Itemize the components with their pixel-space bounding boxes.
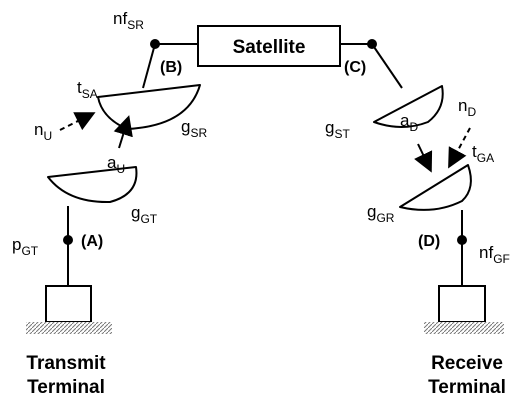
- label-nf-sr: nfSR: [113, 9, 144, 32]
- point-label-c: (C): [344, 59, 366, 76]
- receive-terminal-line1: Receive: [431, 353, 503, 374]
- label-nf-gr: nfGF: [479, 243, 510, 266]
- uplink-signal-arrow: [113, 115, 133, 149]
- sat-tx-feed-line: [371, 43, 403, 89]
- satellite-box: [197, 25, 341, 67]
- point-label-a: (A): [81, 233, 103, 250]
- transmit-terminal-box: [45, 285, 92, 323]
- receive-dish: [399, 164, 472, 211]
- downlink-noise-arrow: [448, 127, 471, 169]
- satellite-label: Satellite: [233, 37, 306, 58]
- sat-rx-feed-line: [142, 43, 156, 89]
- label-g-st: gST: [325, 118, 350, 141]
- transmit-ground: [26, 322, 112, 334]
- downlink-signal-arrow: [414, 143, 433, 173]
- label-t-ga: tGA: [472, 142, 494, 165]
- junction-dot-a: [63, 235, 73, 245]
- transmit-terminal-line1: Transmit: [26, 353, 106, 374]
- receive-ground: [424, 322, 504, 334]
- label-t-sa: tSA: [77, 78, 98, 101]
- label-a-d: aD: [400, 111, 418, 134]
- label-n-u: nU: [34, 120, 52, 143]
- receive-terminal-box: [438, 285, 486, 323]
- transmit-dish: [47, 166, 138, 204]
- uplink-noise-arrow: [59, 112, 96, 131]
- sat-tx-dish: [373, 85, 444, 128]
- label-a-u: aU: [107, 153, 125, 176]
- point-label-d: (D): [418, 233, 440, 250]
- transmit-terminal-line2: Terminal: [27, 377, 105, 398]
- label-n-d: nD: [458, 96, 476, 119]
- receive-terminal-line2: Terminal: [428, 377, 506, 398]
- label-g-sr: gSR: [181, 117, 207, 140]
- junction-dot-d: [457, 235, 467, 245]
- label-g-gr: gGR: [367, 202, 395, 225]
- label-p-gt: pGT: [12, 235, 39, 258]
- label-g-gt: gGT: [131, 203, 158, 226]
- point-label-b: (B): [160, 59, 182, 76]
